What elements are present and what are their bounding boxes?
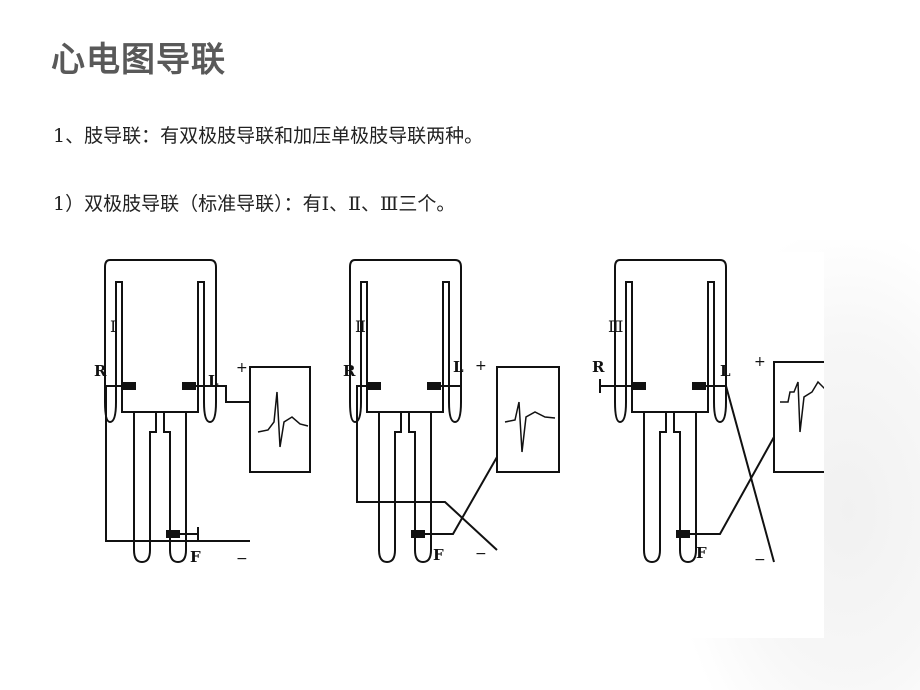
- body-text-line-2: 1）双极肢导联（标准导联）：有Ⅰ、Ⅱ、Ⅲ三个。: [53, 193, 456, 215]
- ecg-limb-leads-figure: R L F + − Ⅰ R L F + − Ⅱ: [58, 252, 824, 638]
- label-left-leg: F: [433, 546, 444, 564]
- label-minus: −: [236, 551, 248, 567]
- electrode-right-arm: [632, 382, 646, 390]
- label-plus: +: [236, 360, 248, 376]
- label-plus: +: [754, 354, 766, 370]
- label-right-arm: R: [592, 358, 605, 376]
- lead-label: Ⅰ: [110, 317, 116, 336]
- label-left-arm: L: [453, 358, 464, 376]
- label-right-arm: R: [94, 362, 107, 380]
- page-title: 心电图导联: [51, 40, 226, 80]
- label-minus: −: [754, 552, 766, 568]
- panel-lead-1: R L F + − Ⅰ: [94, 252, 311, 567]
- label-minus: −: [475, 546, 487, 562]
- electrode-left-arm: [427, 382, 441, 390]
- electrode-right-arm: [122, 382, 136, 390]
- label-right-arm: R: [343, 362, 356, 380]
- electrode-left-arm: [182, 382, 196, 390]
- label-plus: +: [475, 358, 487, 374]
- lead-label: Ⅲ: [608, 317, 623, 336]
- label-left-arm: L: [208, 372, 219, 390]
- lead-label: Ⅱ: [355, 317, 366, 336]
- electrode-left-leg: [676, 530, 690, 538]
- electrode-left-leg: [166, 530, 180, 538]
- body-text-line-1: 1、肢导联：有双极肢导联和加压单极肢导联两种。: [53, 125, 484, 147]
- label-left-arm: L: [720, 362, 731, 380]
- panel-lead-3: R L F + − Ⅲ: [592, 252, 824, 568]
- electrode-left-arm: [692, 382, 706, 390]
- electrode-left-leg: [411, 530, 425, 538]
- label-left-leg: F: [190, 548, 201, 566]
- label-left-leg: F: [696, 544, 707, 562]
- panel-lead-2: R L F + − Ⅱ: [343, 252, 560, 564]
- electrode-right-arm: [367, 382, 381, 390]
